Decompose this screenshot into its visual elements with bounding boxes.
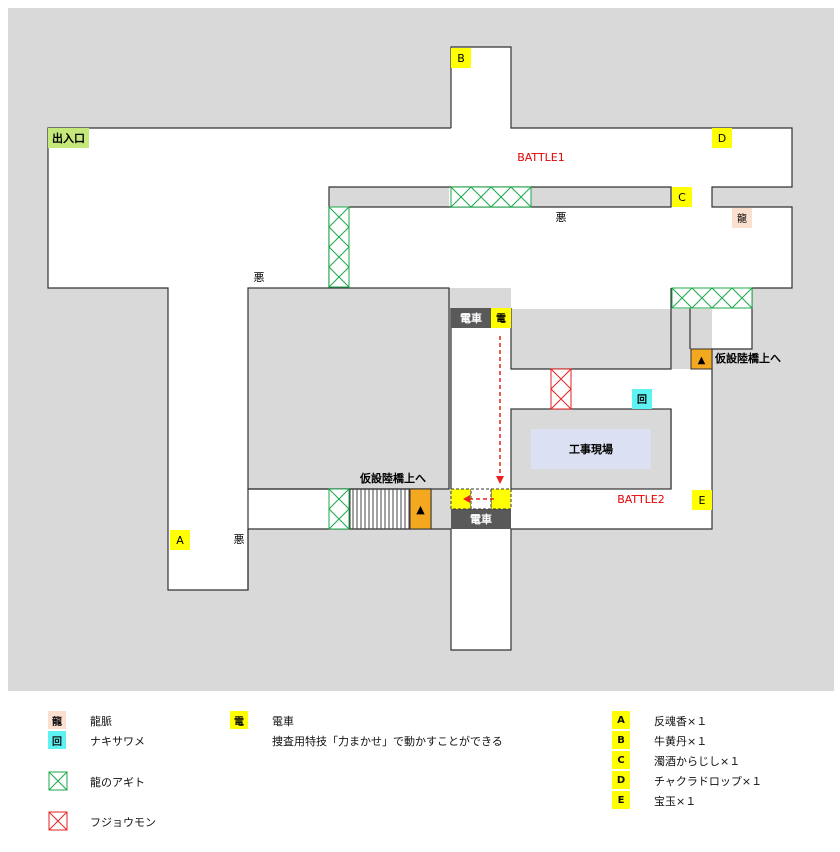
map-floor: [48, 47, 792, 650]
legend-train-label: 電車: [272, 715, 294, 728]
train-destination: [450, 488, 512, 510]
item-marker-a[interactable]: A: [170, 530, 190, 550]
ageto-barrier: [328, 186, 753, 530]
svg-text:龍: 龍: [737, 212, 747, 225]
legend-kai-swatch: 回: [48, 731, 66, 749]
evil-mark: 悪: [234, 533, 245, 546]
ryumyaku-marker[interactable]: 龍: [732, 208, 752, 228]
train-marker-top[interactable]: 電: [491, 308, 511, 328]
fujiou-barrier: [550, 368, 572, 410]
svg-text:▲: ▲: [698, 355, 706, 366]
train-move-arrow: [463, 336, 504, 503]
legend-item-c-label: 濁酒からじし×１: [654, 755, 741, 768]
item-marker-b[interactable]: B: [451, 48, 471, 68]
train-top[interactable]: 電車: [451, 308, 491, 328]
svg-text:E: E: [699, 494, 706, 507]
svg-text:A: A: [176, 534, 184, 547]
stairs-hatch: [349, 488, 411, 530]
svg-text:電: 電: [496, 313, 506, 325]
legend-ageto-icon: [48, 771, 68, 791]
item-marker-e[interactable]: E: [692, 490, 712, 510]
bridge-up-marker-right[interactable]: ▲: [690, 348, 713, 370]
svg-text:B: B: [457, 52, 465, 65]
legend-item-b-swatch: B: [612, 731, 630, 749]
legend-item-a-swatch: A: [612, 711, 630, 729]
legend-item-d-label: チャクラドロップ×１: [654, 775, 763, 788]
bridge-label-right: 仮設陸橋上へ: [714, 351, 781, 365]
exit-marker[interactable]: 出入口: [48, 128, 89, 148]
legend-fujiou-label: フジョウモン: [90, 816, 156, 829]
legend-kai-label: ナキサワメ: [90, 735, 145, 748]
item-marker-c[interactable]: C: [672, 187, 692, 207]
legend-ryumyaku-label: 龍脈: [90, 715, 112, 728]
legend-fujiou-icon: [48, 811, 68, 831]
svg-text:電車: 電車: [470, 512, 492, 526]
item-marker-d[interactable]: D: [712, 128, 732, 148]
bridge-label-left: 仮設陸橋上へ: [359, 471, 426, 485]
svg-text:C: C: [678, 191, 686, 204]
bridge-up-marker-left[interactable]: ▲: [409, 488, 432, 530]
legend-item-a-label: 反魂香×１: [654, 715, 708, 728]
construction-site-area: [531, 429, 651, 469]
legend-item-d-swatch: D: [612, 771, 630, 789]
evil-mark: 悪: [556, 211, 567, 224]
svg-text:▲: ▲: [416, 503, 425, 516]
kai-marker[interactable]: 回: [632, 389, 652, 409]
train-bottom[interactable]: 電車: [451, 509, 511, 529]
svg-text:回: 回: [637, 394, 647, 406]
svg-text:D: D: [718, 132, 726, 145]
evil-mark: 悪: [254, 271, 265, 284]
legend-train-desc: 捜査用特技「力まかせ」で動かすことができる: [272, 735, 503, 748]
legend-item-c-swatch: C: [612, 751, 630, 769]
legend-item-b-label: 牛黄丹×１: [654, 735, 708, 748]
svg-text:出入口: 出入口: [52, 131, 85, 145]
legend-train-swatch: 電: [230, 711, 248, 729]
battle1-label: BATTLE1: [517, 151, 565, 164]
legend-item-e-label: 宝玉×１: [654, 795, 697, 808]
legend-ryumyaku-swatch: 龍: [48, 711, 66, 729]
battle2-label: BATTLE2: [617, 493, 665, 506]
legend-item-e-swatch: E: [612, 791, 630, 809]
legend-ageto-label: 龍のアギト: [90, 776, 145, 789]
svg-text:電車: 電車: [460, 311, 482, 325]
construction-site-label: 工事現場: [569, 442, 613, 456]
